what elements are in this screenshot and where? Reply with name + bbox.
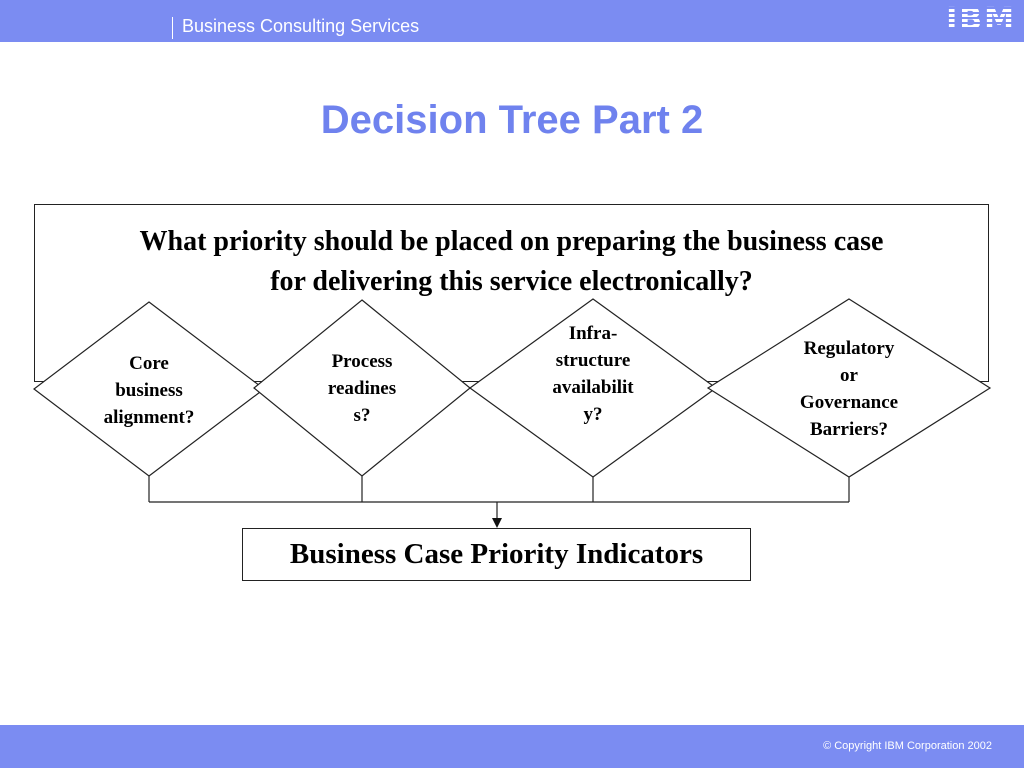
decision-label-line: Core — [129, 353, 169, 374]
question-line-2: for delivering this service electronical… — [270, 266, 753, 297]
decision-label-core-business: Core business alignment? — [89, 350, 209, 431]
decision-label-line: s? — [353, 405, 371, 426]
decision-label-line: Process — [331, 351, 393, 372]
decision-label-line: Governance — [799, 392, 899, 413]
decision-label-line: Infra- — [568, 323, 618, 344]
decision-label-infrastructure: Infra- structure availabilit y? — [533, 320, 653, 428]
question-text: What priority should be placed on prepar… — [34, 222, 989, 302]
decision-label-line: availabilit — [552, 377, 634, 398]
decision-label-line: alignment? — [103, 407, 195, 428]
decision-label-regulatory: Regulatory or Governance Barriers? — [779, 335, 919, 443]
page-title: Decision Tree Part 2 — [320, 98, 704, 142]
ibm-logo: IBM — [946, 2, 1016, 37]
arrow-head — [492, 518, 502, 528]
header-divider — [172, 17, 173, 39]
bottom-bar: © Copyright IBM Corporation 2002 — [0, 725, 1024, 768]
decision-label-line: business — [115, 380, 183, 401]
decision-label-line: structure — [555, 350, 631, 371]
result-box: Business Case Priority Indicators — [242, 528, 751, 581]
decision-label-line: or — [840, 365, 858, 386]
decision-label-process: Process readines s? — [302, 348, 422, 429]
header-title: Business Consulting Services — [182, 16, 420, 36]
decision-label-line: y? — [583, 404, 603, 425]
top-bar: Business Consulting Services IBM — [0, 0, 1024, 42]
copyright-text: © Copyright IBM Corporation 2002 — [823, 740, 992, 752]
decision-label-line: Regulatory — [803, 338, 895, 359]
decision-label-line: readines — [327, 378, 397, 399]
decision-label-line: Barriers? — [809, 419, 889, 440]
question-line-1: What priority should be placed on prepar… — [139, 226, 884, 257]
